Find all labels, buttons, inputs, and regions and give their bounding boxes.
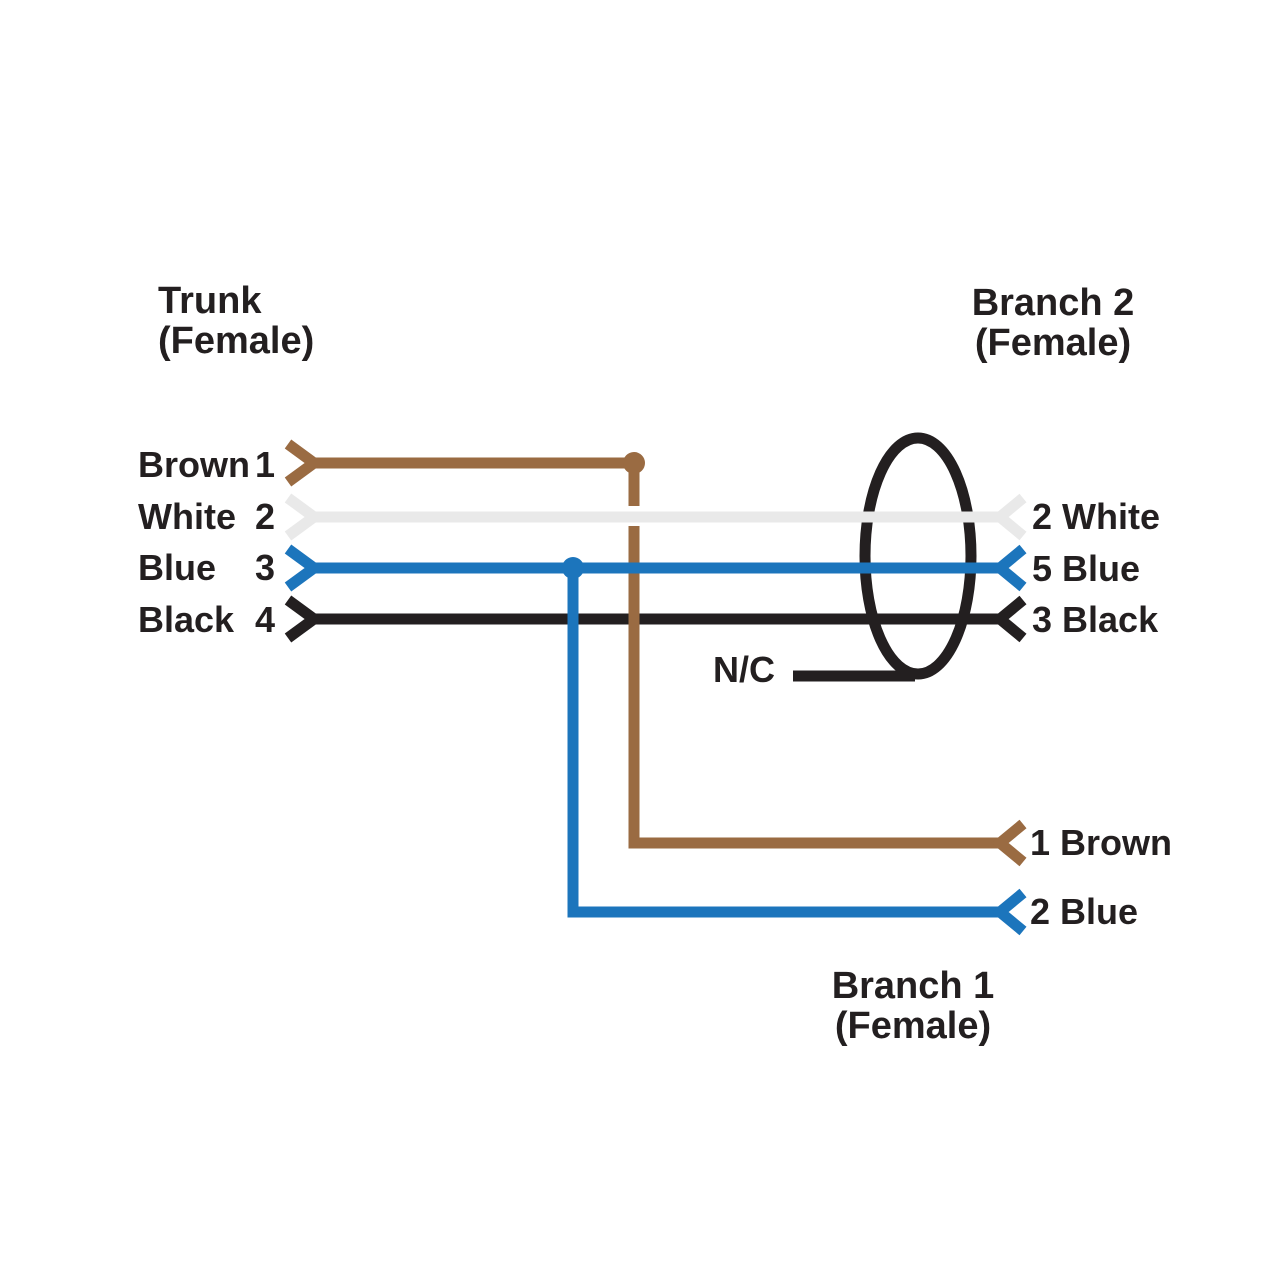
trunk-pin3-number: 3: [254, 547, 275, 588]
branch1-pin1-label: 1 Brown: [1030, 822, 1173, 863]
branch2-header: Branch 2 (Female): [923, 283, 1183, 363]
trunk-pin4-connector-icon: [284, 595, 324, 643]
branch1-pin2-label: 2 Blue: [1030, 891, 1139, 932]
branch2-pin3-label: 3 Black: [1032, 599, 1159, 640]
branch1-pin2-connector-icon: [991, 888, 1027, 936]
branch2-pin2-label: 2 White: [1032, 496, 1161, 537]
branch1-header: Branch 1 (Female): [783, 966, 1043, 1046]
branch2-pin5-label: 5 Blue: [1032, 548, 1141, 589]
branch1-subtitle: (Female): [834, 1005, 992, 1047]
branch2-pin3-connector-icon: [991, 595, 1027, 643]
branch1-pin1-connector-icon: [991, 819, 1027, 867]
trunk-header: Trunk (Female): [158, 281, 314, 361]
trunk-pin4-number: 4: [254, 599, 275, 640]
trunk-pin2-number: 2: [254, 496, 275, 537]
trunk-pin1-color-label: Brown: [138, 444, 250, 485]
blue-junction-dot: [562, 557, 584, 579]
branch2-pin2-connector-icon: [991, 493, 1027, 541]
trunk-title: Trunk: [158, 280, 262, 322]
trunk-pin3-color-label: Blue: [138, 547, 217, 588]
trunk-pin2-color-label: White: [138, 496, 236, 537]
wire-blue-branch1: [567, 568, 1000, 918]
cable-jacket-ellipse: [859, 432, 977, 680]
branch1-title: Branch 1: [831, 965, 995, 1007]
trunk-pin1-connector-icon: [284, 439, 324, 487]
trunk-pin4-color-label: Black: [138, 599, 235, 640]
wire-brown-branch1: [628, 526, 1000, 849]
trunk-pin2-connector-icon: [284, 493, 324, 541]
trunk-pin3-connector-icon: [284, 544, 324, 592]
branch2-pin5-connector-icon: [991, 544, 1027, 592]
nc-label: N/C: [713, 649, 775, 690]
branch2-subtitle: (Female): [974, 322, 1132, 364]
trunk-pin1-number: 1: [254, 444, 275, 485]
brown-junction-dot: [623, 452, 645, 474]
branch2-title: Branch 2: [971, 282, 1135, 324]
trunk-subtitle: (Female): [158, 320, 315, 362]
